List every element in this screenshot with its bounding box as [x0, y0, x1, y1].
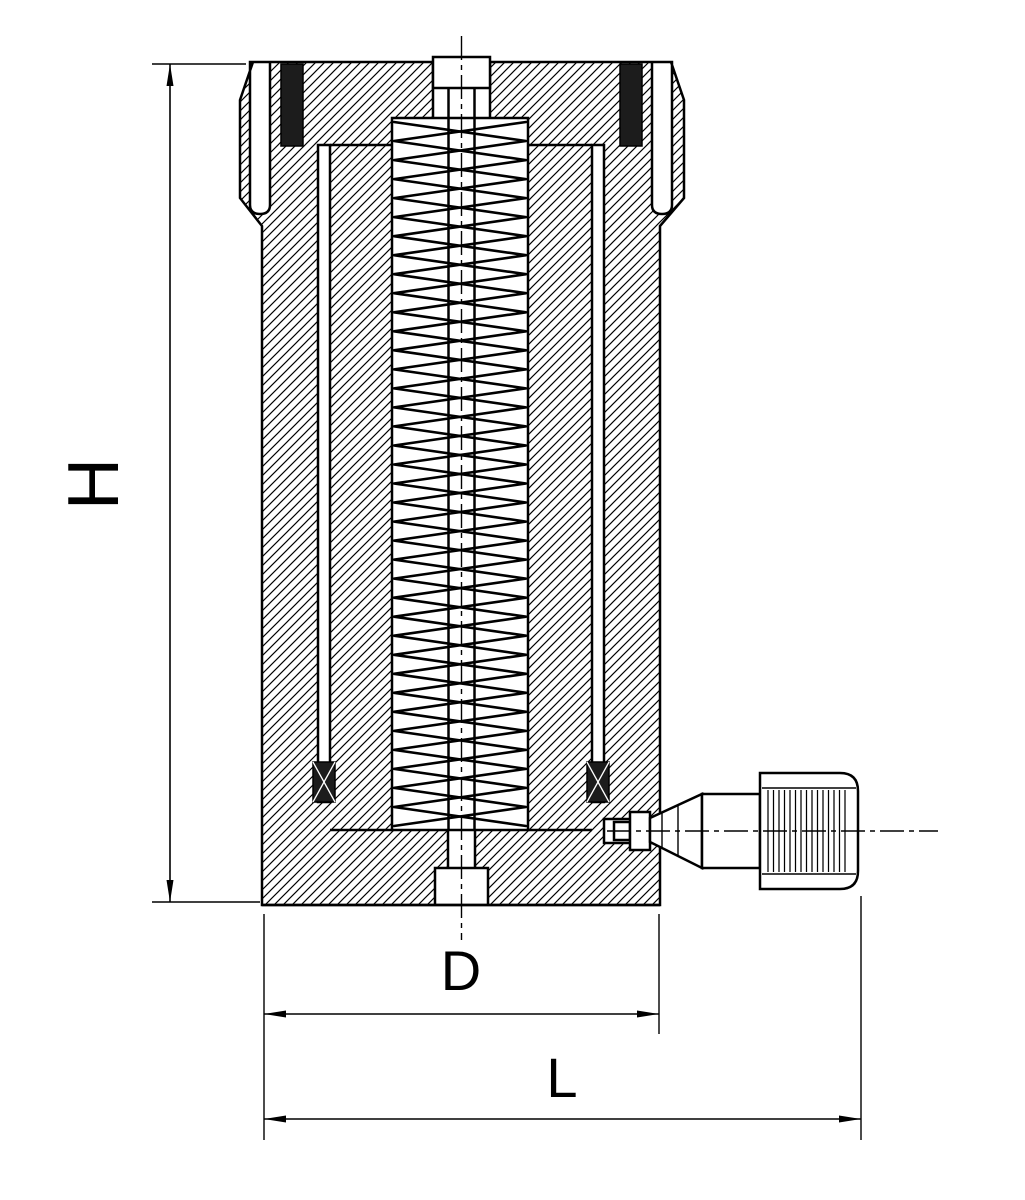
- seal-left-cross-2: [312, 761, 336, 803]
- seal-left: [312, 761, 336, 803]
- compression-spring: [392, 120, 528, 828]
- cylinder-section: [238, 60, 686, 907]
- hydraulic-coupler: [612, 771, 860, 891]
- knurl-pattern: [767, 790, 846, 872]
- gland-insert-left: [280, 63, 304, 147]
- seal-right-cross-2: [586, 761, 610, 803]
- gland-insert-right: [619, 63, 643, 147]
- dim-label-d: D: [441, 939, 481, 1002]
- dim-label-l: L: [546, 1046, 577, 1109]
- rod-seals: [312, 761, 610, 803]
- centerlines: [460, 36, 938, 940]
- dimension-length: L: [264, 896, 862, 1140]
- spring-coil-back: [392, 120, 528, 828]
- dim-label-h: H: [54, 458, 134, 510]
- seal-right: [586, 761, 610, 803]
- dimension-diameter: D: [263, 914, 660, 1140]
- dimension-height: H: [54, 63, 260, 903]
